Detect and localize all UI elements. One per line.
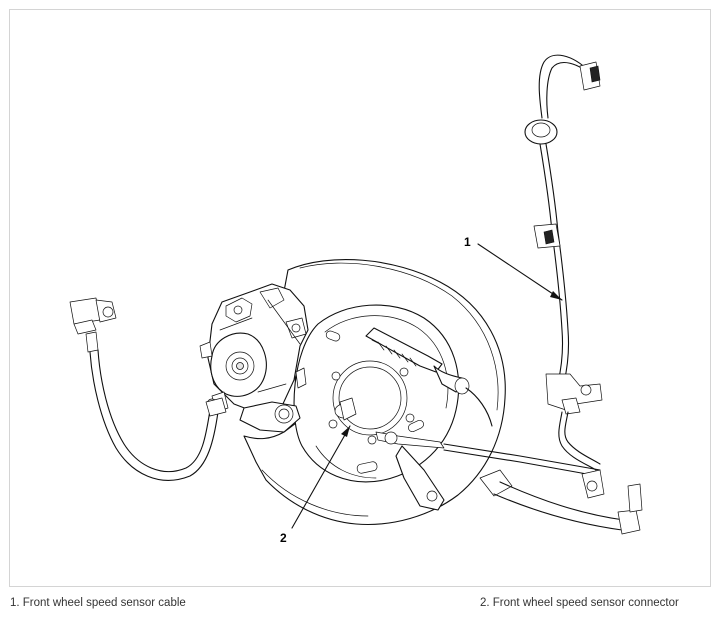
caption-sensor-cable: 1. Front wheel speed sensor cable bbox=[10, 597, 186, 609]
callout-number-1: 1 bbox=[464, 235, 471, 249]
caption-sensor-connector: 2. Front wheel speed sensor connector bbox=[480, 597, 679, 609]
parking-brake-mechanism bbox=[339, 327, 493, 511]
leader-line-1 bbox=[477, 243, 563, 301]
brake-hose bbox=[69, 297, 227, 481]
parking-brake-cable bbox=[443, 443, 643, 535]
callout-number-2: 2 bbox=[280, 531, 287, 545]
brake-caliper bbox=[199, 283, 309, 433]
wheel-speed-sensor-cable bbox=[524, 54, 605, 499]
caption-bar: 1. Front wheel speed sensor cable 2. Fro… bbox=[0, 593, 721, 615]
leader-line-2 bbox=[291, 425, 351, 529]
